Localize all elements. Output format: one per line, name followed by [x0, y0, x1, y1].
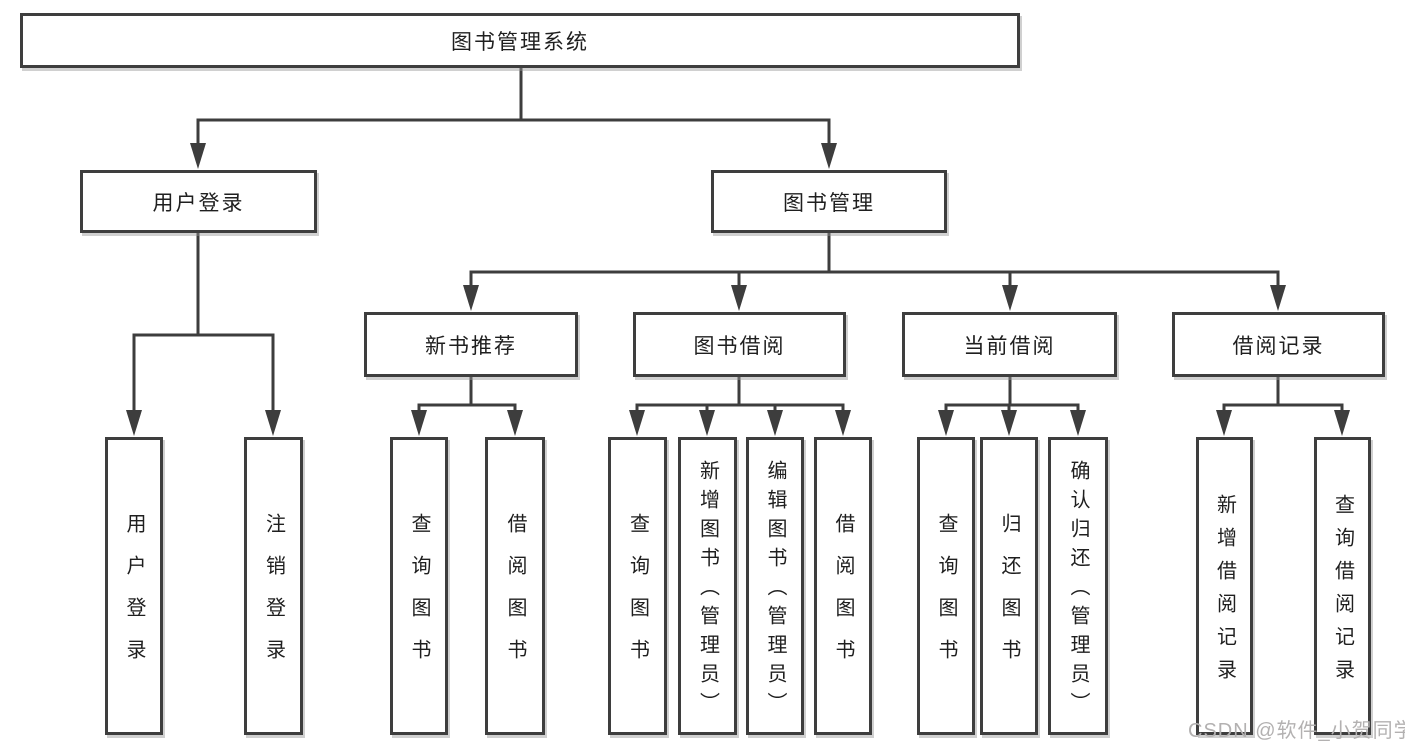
leaf-query-books-3: 查询图书 — [917, 437, 975, 735]
arrowhead-icon — [699, 410, 715, 436]
leaf-add-borrow-record: 新增借阅记录 — [1196, 437, 1253, 735]
arrowhead-icon — [1002, 285, 1018, 311]
node-book-management: 图书管理 — [711, 170, 947, 233]
leaf-label: 查询借阅记录 — [1331, 493, 1354, 692]
node-root: 图书管理系统 — [20, 13, 1020, 68]
arrowhead-icon — [463, 285, 479, 311]
node-current-borrow: 当前借阅 — [902, 312, 1117, 377]
arrowhead-icon — [629, 410, 645, 436]
arrowhead-icon — [1270, 285, 1286, 311]
leaf-label: 查询图书 — [626, 513, 649, 681]
arrowhead-icon — [1070, 410, 1086, 436]
leaf-confirm-return-admin: 确认归还（管理员） — [1048, 437, 1108, 735]
arrowhead-icon — [1216, 410, 1232, 436]
leaf-return-book: 归还图书 — [980, 437, 1038, 735]
node-user-login: 用户登录 — [80, 170, 317, 233]
leaf-borrow-books-1: 借阅图书 — [485, 437, 545, 735]
csdn-watermark: CSDN @软件_小贺同学 — [1188, 720, 1405, 742]
leaf-label: 借阅图书 — [832, 513, 854, 681]
node-book-borrow: 图书借阅 — [633, 312, 846, 377]
arrowhead-icon — [265, 410, 281, 436]
leaf-query-books-1: 查询图书 — [390, 437, 448, 735]
leaf-label: 借阅图书 — [504, 513, 526, 681]
leaf-label: 查询图书 — [408, 513, 430, 681]
arrowhead-icon — [835, 410, 851, 436]
leaf-label: 用户登录 — [123, 513, 145, 681]
node-borrow-records: 借阅记录 — [1172, 312, 1385, 377]
arrowhead-icon — [411, 410, 427, 436]
arrowhead-icon — [1001, 410, 1017, 436]
arrowhead-icon — [938, 410, 954, 436]
leaf-logout: 注销登录 — [244, 437, 303, 735]
leaf-label: 注销登录 — [262, 513, 285, 681]
arrowhead-icon — [190, 143, 206, 169]
leaf-user-login: 用户登录 — [105, 437, 163, 735]
leaf-label: 确认归还（管理员） — [1067, 460, 1089, 721]
leaf-label: 新增借阅记录 — [1213, 493, 1236, 692]
node-new-book-recommend: 新书推荐 — [364, 312, 578, 377]
leaf-query-books-2: 查询图书 — [608, 437, 667, 735]
arrowhead-icon — [126, 410, 142, 436]
leaf-borrow-books-2: 借阅图书 — [814, 437, 872, 735]
leaf-label: 新增图书（管理员） — [696, 460, 719, 721]
leaf-query-borrow-record: 查询借阅记录 — [1314, 437, 1371, 735]
leaf-label: 编辑图书（管理员） — [764, 460, 786, 721]
leaf-label: 查询图书 — [935, 513, 957, 681]
leaf-label: 归还图书 — [998, 513, 1020, 681]
leaf-add-book-admin: 新增图书（管理员） — [678, 437, 737, 735]
arrowhead-icon — [821, 143, 837, 169]
arrowhead-icon — [767, 410, 783, 436]
arrowhead-icon — [507, 410, 523, 436]
arrowhead-icon — [731, 285, 747, 311]
arrowhead-icon — [1334, 410, 1350, 436]
leaf-edit-book-admin: 编辑图书（管理员） — [746, 437, 804, 735]
